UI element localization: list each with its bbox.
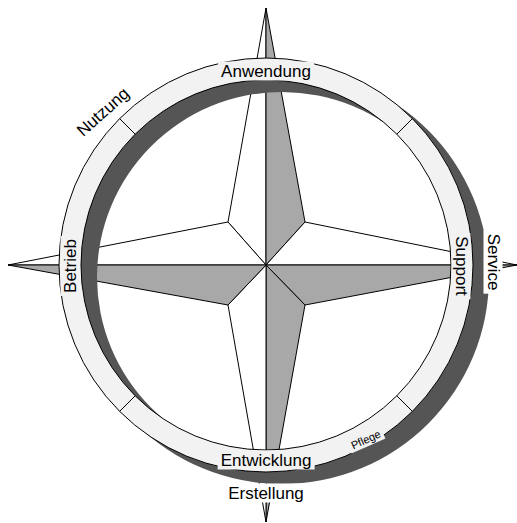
star-arm: [228, 8, 266, 265]
ring-label: Erstellung: [225, 484, 307, 503]
ring-band: [59, 58, 473, 472]
ring-ticks: [120, 119, 413, 412]
ring-label: Service: [484, 231, 503, 294]
ring-label: Support: [452, 233, 471, 299]
star-arm: [266, 8, 305, 265]
star-arm: [8, 265, 266, 305]
ring-label: Entwicklung: [218, 451, 315, 470]
star-arm: [8, 222, 266, 265]
ring-label: Anwendung: [218, 62, 314, 81]
ring-label: Betrieb: [61, 236, 80, 296]
